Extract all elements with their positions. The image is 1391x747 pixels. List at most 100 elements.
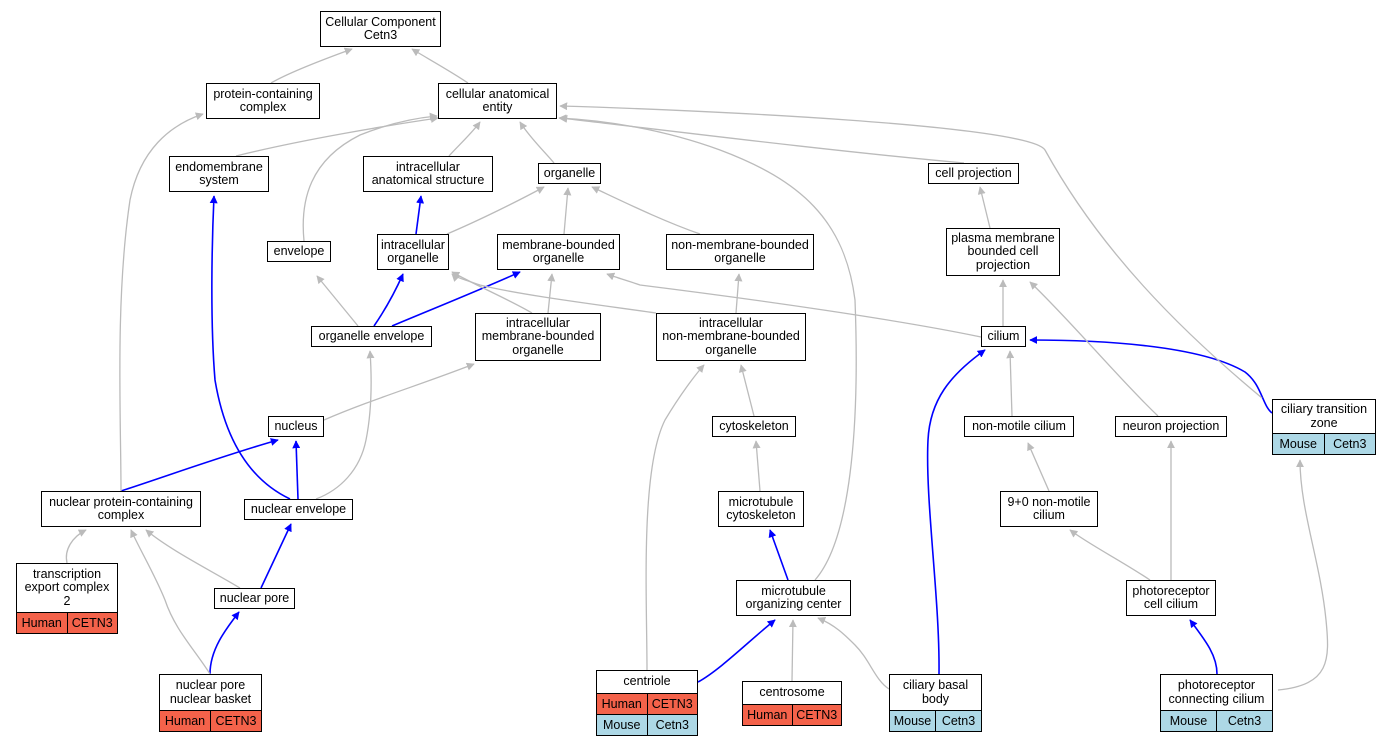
edge-cbb-to-cilium [926,349,986,675]
term-node-envelope[interactable]: envelope [267,241,331,262]
term-label: protein-containing complex [213,86,313,114]
species-cell: Human [597,694,647,714]
edge-tec2-to-npcc [65,529,87,564]
term-label: transcription export complex 2 [24,566,110,608]
term-node-nucenv[interactable]: nuclear envelope [244,499,353,520]
term-node-nmcilium[interactable]: non-motile cilium [964,416,1074,437]
term-node-inmbo[interactable]: intracellular non-membrane-bounded organ… [656,313,806,361]
edge-prcc-to-ninezero [1069,529,1151,581]
term-label: ciliary basal body [902,678,969,706]
term-node-root[interactable]: Cellular Component Cetn3 [320,11,441,47]
term-label: neuron projection [1122,418,1220,433]
term-label: ciliary transition zone [1280,402,1368,430]
term-label: nuclear pore nuclear basket [169,678,252,706]
edge-cytoskeleton-to-inmbo [738,364,755,417]
edge-endo-to-cae [235,115,439,157]
term-node-endo[interactable]: endomembrane system [169,156,269,192]
term-node-pmbcp[interactable]: plasma membrane bounded cell projection [946,228,1060,276]
term-node-ninezero[interactable]: 9+0 non-motile cilium [1000,491,1098,527]
term-label: nuclear pore [219,590,290,605]
edge-nmbo-to-organelle [591,186,701,235]
term-label: non-membrane-bounded organelle [671,237,809,265]
edge-layer [65,47,1329,691]
term-label: photoreceptor cell cilium [1132,583,1210,611]
edge-cbb-to-mtoc [817,617,890,690]
species-cell: Mouse [890,711,935,731]
edge-npcc-to-pcc [119,112,204,492]
edge-npcc-to-nucleus [120,438,279,492]
edge-nucenv-to-endo [209,195,291,500]
edge-inmbo-to-nmbo [734,273,743,314]
term-label: cellular anatomical entity [445,86,550,114]
term-label: nuclear protein-containing complex [49,494,193,522]
term-node-mbo[interactable]: membrane-bounded organelle [497,234,620,270]
term-node-prcc[interactable]: photoreceptor cell cilium [1126,580,1216,616]
gene-cell: Cetn3 [935,711,981,731]
edge-centrosome-to-mtoc [788,619,797,682]
term-node-cellproj[interactable]: cell projection [928,163,1019,184]
edge-organelle-to-cae [519,121,555,164]
term-node-cytoskeleton[interactable]: cytoskeleton [712,416,796,437]
gene-cell: Cetn3 [1323,434,1375,454]
term-node-ias[interactable]: intracellular anatomical structure [363,156,493,192]
term-node-nmbo[interactable]: non-membrane-bounded organelle [666,234,814,270]
term-label: cytoskeleton [719,418,789,433]
edge-npnb-to-nucpore [209,611,240,675]
term-label: intracellular organelle [381,237,445,265]
gene-cell: CETN3 [791,705,841,725]
term-node-nucpore[interactable]: nuclear pore [214,588,295,609]
term-node-cae[interactable]: cellular anatomical entity [438,83,557,119]
term-label: microtubule organizing center [745,583,842,611]
term-label: cell projection [935,165,1012,180]
term-node-mtcyto[interactable]: microtubule cytoskeleton [718,491,804,527]
edge-centriole-to-mtoc [697,619,776,683]
species-cell: Mouse [1273,434,1324,454]
term-node-intorg[interactable]: intracellular organelle [377,234,449,270]
term-label: intracellular non-membrane-bounded organ… [662,315,800,357]
term-node-nucleus[interactable]: nucleus [268,416,324,437]
term-node-orgenv[interactable]: organelle envelope [311,326,432,347]
gene-cell: CETN3 [210,711,261,731]
term-node-cilium[interactable]: cilium [981,326,1026,347]
edge-mtoc-to-mtcyto [768,529,789,581]
term-label: nuclear envelope [250,501,347,516]
edge-orgenv-to-envelope [316,275,359,327]
term-label: plasma membrane bounded cell projection [951,230,1055,272]
species-cell: Mouse [597,715,647,735]
edge-nmcilium-to-cilium [1006,350,1015,417]
term-label: Cellular Component Cetn3 [325,14,436,42]
term-node-imbo[interactable]: intracellular membrane-bounded organelle [475,313,601,361]
edge-mtoc-to-cae [558,114,857,581]
term-node-organelle[interactable]: organelle [538,163,601,184]
gene-cell: CETN3 [646,694,697,714]
species-cell: Mouse [1161,711,1216,731]
term-label: intracellular anatomical structure [371,159,485,187]
term-node-pcc[interactable]: protein-containing complex [206,83,320,119]
gene-cell: Cetn3 [646,715,697,735]
edge-nucenv-to-nucleus [292,440,301,500]
edge-inmbo-to-intorg [451,273,657,314]
gene-cell: Cetn3 [1216,711,1272,731]
edge-orgenv-to-mbo [391,271,521,327]
term-node-npcc[interactable]: nuclear protein-containing complex [41,491,201,527]
edge-cae-to-root [411,48,469,84]
edge-prcoc-to-prcc [1189,619,1218,675]
edge-cellproj-to-cae [559,114,965,164]
term-node-neuronproj[interactable]: neuron projection [1115,416,1227,437]
term-label: nucleus [274,418,318,433]
edge-mtcyto-to-cytoskeleton [752,440,761,492]
term-label: 9+0 non-motile cilium [1007,494,1091,522]
term-node-mtoc[interactable]: microtubule organizing center [736,580,851,616]
term-label: microtubule cytoskeleton [726,494,796,522]
